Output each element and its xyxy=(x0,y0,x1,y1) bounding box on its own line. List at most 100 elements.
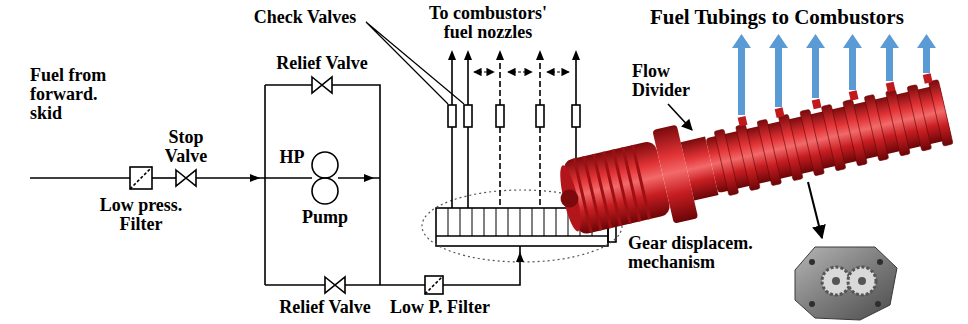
check-valve-symbol xyxy=(496,105,504,127)
dashed-arrow xyxy=(474,71,494,72)
flow-arrowhead xyxy=(516,252,524,262)
section xyxy=(928,80,953,147)
fitting xyxy=(738,116,748,127)
gear-housing xyxy=(795,247,897,320)
arrowheads xyxy=(250,50,580,262)
section xyxy=(864,94,889,161)
tubing-arrow xyxy=(923,46,930,73)
part-label: Low P. Filter xyxy=(380,298,500,317)
part-label: Low press. Filter xyxy=(92,196,190,234)
divider-sections xyxy=(714,80,953,196)
nozzle-line xyxy=(500,60,540,105)
fuel-line xyxy=(452,127,576,208)
tubing-arrow xyxy=(880,34,899,48)
gear-hub xyxy=(858,277,866,285)
fuel-line xyxy=(500,127,540,208)
fitting xyxy=(886,82,896,93)
flow-arrowhead xyxy=(448,50,456,60)
part-label: Fuel Tubings to Combustors xyxy=(650,6,962,28)
gear-hub xyxy=(832,277,840,285)
tubing-arrow xyxy=(849,46,856,90)
fuel-line xyxy=(265,284,325,286)
part-label: HP xyxy=(272,148,312,167)
fitting xyxy=(849,90,859,101)
flow-divider-symbol xyxy=(436,235,608,237)
fin xyxy=(592,154,612,229)
filter-symbol xyxy=(425,276,443,294)
section xyxy=(886,90,911,157)
check-valve-symbol xyxy=(572,105,580,127)
pointer-arrow xyxy=(808,182,822,238)
stop-valve-symbol xyxy=(176,170,196,186)
flow-arrowhead xyxy=(496,50,504,60)
tubing-arrow xyxy=(775,46,782,107)
gear xyxy=(822,267,850,295)
tubing-arrow xyxy=(806,34,825,48)
fuel-line xyxy=(30,177,130,179)
gear-mechanism-picture xyxy=(795,247,897,320)
tubing-arrow xyxy=(843,34,862,48)
section xyxy=(907,85,932,152)
tubing-arrow xyxy=(886,46,893,81)
part-label: Gear displacem. mechanism xyxy=(628,234,776,272)
section xyxy=(714,129,739,196)
part-label: To combustors' fuel nozzles xyxy=(419,4,557,42)
section xyxy=(800,109,825,176)
outlet-fittings xyxy=(738,73,933,126)
fin xyxy=(612,149,632,224)
bolt-hole xyxy=(875,301,881,307)
fin xyxy=(602,151,622,226)
fuel-line xyxy=(443,246,520,285)
fitting xyxy=(923,73,933,84)
part-label: Flow Divider xyxy=(632,62,707,100)
filter-symbol xyxy=(130,167,152,189)
part-label: Fuel from forward. skid xyxy=(30,66,122,123)
section xyxy=(821,104,846,171)
nozzle-line xyxy=(452,60,576,105)
filter-element xyxy=(425,276,443,294)
flow-arrowhead xyxy=(572,50,580,60)
motor-end xyxy=(556,164,585,233)
filter-element xyxy=(130,167,152,189)
tubing-arrow xyxy=(812,46,819,98)
relief-valve-symbol xyxy=(325,277,345,293)
part-label: Pump xyxy=(290,208,360,227)
flow-arrowhead xyxy=(464,50,472,60)
motor-grill xyxy=(559,188,581,210)
tubing-arrow xyxy=(917,34,936,48)
check-valve-symbol xyxy=(464,105,472,127)
section xyxy=(778,114,803,181)
check-valve-symbol xyxy=(448,105,456,127)
tubing-arrows xyxy=(732,34,936,115)
fuel-line xyxy=(265,84,312,86)
motor-fins xyxy=(573,145,651,233)
section xyxy=(843,99,868,166)
flow-arrowhead xyxy=(250,174,260,182)
fuel-line xyxy=(152,177,176,179)
fin xyxy=(631,145,651,220)
bolt-hole xyxy=(877,259,883,265)
tubing-arrow xyxy=(769,34,788,48)
fitting xyxy=(812,99,822,110)
fitting xyxy=(775,107,785,118)
section xyxy=(736,124,761,191)
schematic xyxy=(30,22,822,294)
pump-gear xyxy=(312,152,338,178)
part-label: Stop Valve xyxy=(157,128,215,166)
flow-arrowhead xyxy=(364,174,374,182)
tubing-arrow xyxy=(732,34,751,48)
pump-gear xyxy=(312,178,338,204)
fin xyxy=(582,156,602,231)
section xyxy=(757,119,782,186)
bolt-hole xyxy=(809,259,815,265)
fin xyxy=(621,147,641,222)
gear xyxy=(848,267,876,295)
part-label: Relief Valve xyxy=(260,298,390,317)
bolt-hole xyxy=(809,301,815,307)
fuel-line xyxy=(345,284,425,286)
fuel-line xyxy=(332,85,380,285)
fuel-line xyxy=(264,85,266,285)
relief-valve-symbol xyxy=(312,77,332,93)
check-valve-symbol xyxy=(536,105,544,127)
